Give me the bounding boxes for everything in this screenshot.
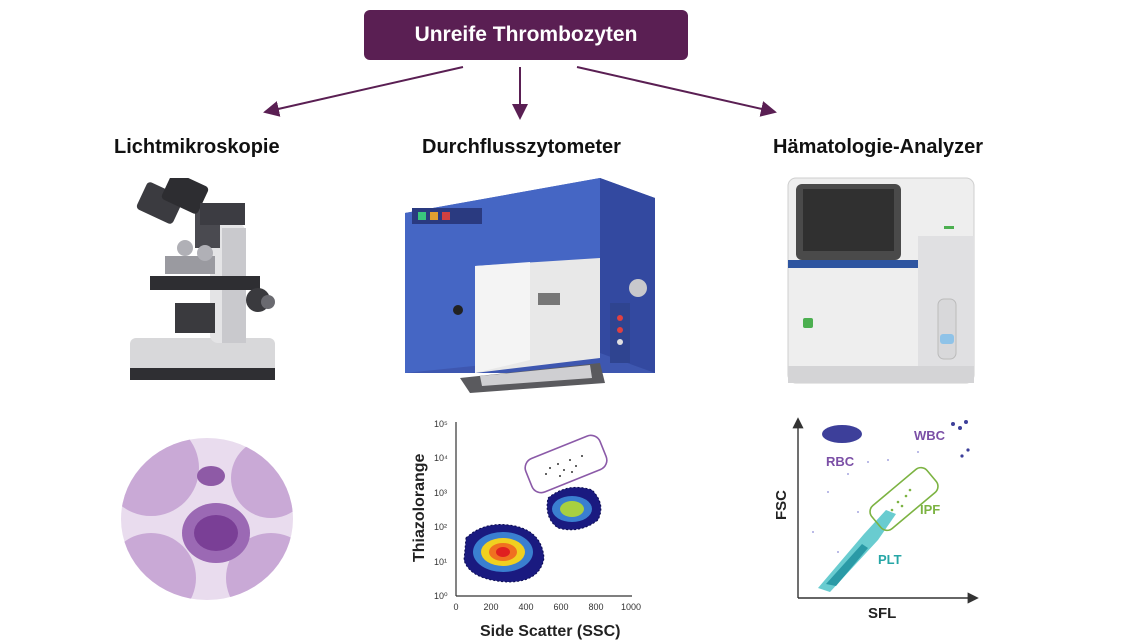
y-ticks: 10⁰ 10¹ 10² 10³ 10⁴ 10⁵ bbox=[434, 419, 448, 601]
flow-x-label: Side Scatter (SSC) bbox=[480, 623, 620, 640]
blood-smear-image bbox=[121, 438, 293, 600]
hematology-analyzer-icon bbox=[787, 177, 975, 384]
analyzer-x-label: SFL bbox=[868, 605, 896, 622]
x-ticks: 0 200 400 600 800 1000 bbox=[453, 602, 641, 612]
heading-flow-cytometer: Durchflusszytometer bbox=[422, 136, 621, 158]
population-mature bbox=[463, 524, 545, 583]
label-ipf: IPF bbox=[920, 502, 940, 517]
y-tick: 10² bbox=[434, 522, 447, 532]
population-immature bbox=[546, 486, 602, 531]
arrow-left bbox=[263, 66, 464, 117]
immature-gate bbox=[524, 434, 608, 494]
label-rbc: RBC bbox=[826, 454, 855, 469]
heading-light-microscopy: Lichtmikroskopie bbox=[114, 136, 280, 158]
ipf-gate bbox=[869, 466, 939, 532]
y-tick: 10⁵ bbox=[434, 419, 448, 429]
flow-scatter-plot: 10⁰ 10¹ 10² 10³ 10⁴ 10⁵ 0 200 400 600 80… bbox=[411, 419, 641, 640]
y-tick: 10⁴ bbox=[434, 453, 448, 463]
y-tick: 10¹ bbox=[434, 557, 447, 567]
arrow-right bbox=[576, 66, 777, 117]
rbc-cluster bbox=[822, 425, 862, 443]
y-tick: 10³ bbox=[434, 488, 447, 498]
arrows bbox=[263, 66, 777, 120]
x-tick: 400 bbox=[518, 602, 533, 612]
flow-y-label: Thiazolorange bbox=[411, 453, 428, 562]
analyzer-y-label: FSC bbox=[773, 490, 790, 520]
microscope-icon bbox=[130, 178, 275, 380]
heading-hematology-analyzer: Hämatologie-Analyzer bbox=[773, 136, 984, 158]
x-tick: 600 bbox=[553, 602, 568, 612]
label-plt: PLT bbox=[878, 552, 902, 567]
flow-cytometer-icon bbox=[405, 178, 655, 393]
title-box: Unreife Thrombozyten bbox=[364, 10, 688, 60]
x-tick: 200 bbox=[483, 602, 498, 612]
analyzer-scatter-plot: FSC SFL RBC WBC IPF PLT bbox=[773, 417, 979, 622]
y-tick: 10⁰ bbox=[434, 591, 448, 601]
label-wbc: WBC bbox=[914, 428, 946, 443]
x-tick: 0 bbox=[453, 602, 458, 612]
title-text: Unreife Thrombozyten bbox=[414, 23, 638, 46]
x-tick: 800 bbox=[588, 602, 603, 612]
x-tick: 1000 bbox=[621, 602, 641, 612]
